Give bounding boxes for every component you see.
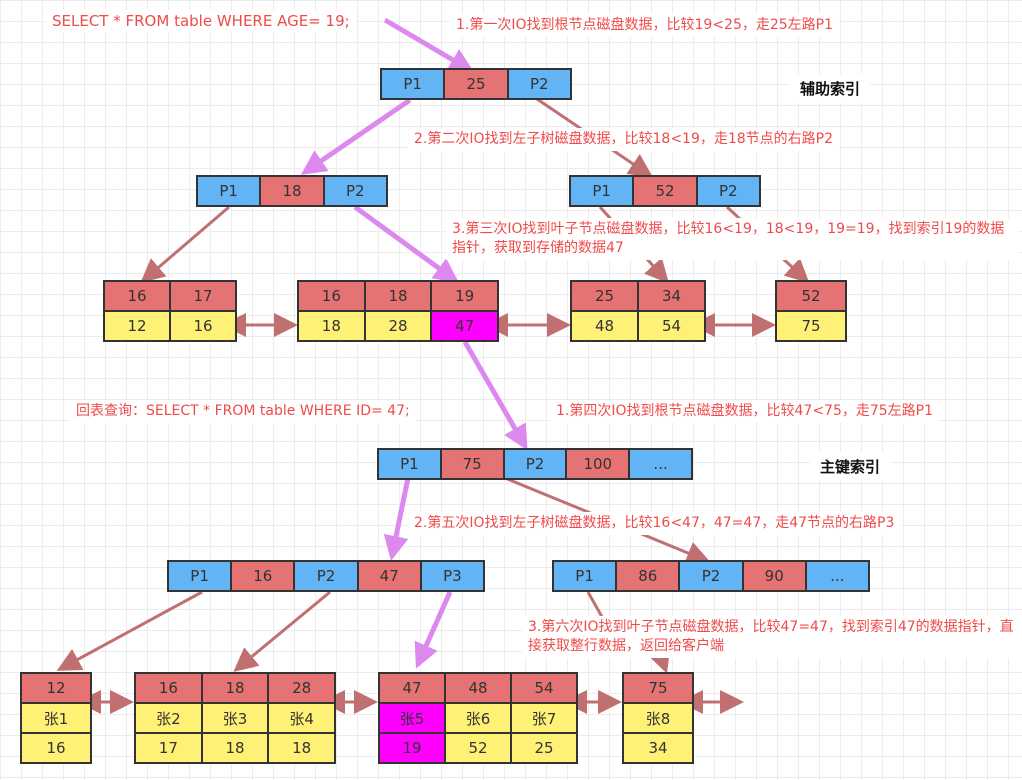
secondary-leaf: 52 75 (775, 280, 847, 342)
pointer-cell: P1 (554, 562, 618, 590)
key-cell: 19 (432, 282, 498, 310)
pointer-cell: ... (630, 450, 691, 478)
search-arrow (462, 340, 528, 451)
key-cell: 16 (232, 562, 296, 590)
name-cell: 张2 (136, 704, 203, 732)
age-cell: 17 (136, 734, 203, 762)
key-cell: 16 (136, 674, 203, 702)
secondary-left-node: P1 18 P2 (196, 175, 388, 207)
key-cell: 18 (261, 177, 325, 205)
age-cell: 18 (202, 734, 270, 762)
key-cell: 12 (22, 674, 90, 702)
name-cell: 张4 (269, 704, 335, 732)
key-cell: 54 (512, 674, 576, 702)
primary-right-node: P1 86 P2 90 ... (552, 560, 870, 592)
key-cell: 47 (380, 674, 446, 702)
key-cell: 100 (567, 450, 631, 478)
key-cell: 16 (299, 282, 366, 310)
key-cell: 75 (624, 674, 692, 702)
key-cell: 75 (441, 450, 505, 478)
name-cell: 张3 (202, 704, 270, 732)
found-value-cell: 47 (432, 312, 498, 340)
search-arrow (383, 477, 411, 561)
key-cell: 25 (572, 282, 639, 310)
primary-left-node: P1 16 P2 47 P3 (167, 560, 485, 592)
secondary-query: SELECT * FROM table WHERE AGE= 19; (46, 10, 356, 33)
tree-link (233, 590, 331, 672)
key-cell: 52 (634, 177, 698, 205)
tree-link (56, 590, 203, 671)
age-cell: 18 (269, 734, 335, 762)
value-cell: 54 (639, 312, 704, 340)
tree-link (140, 205, 230, 283)
found-age-cell: 19 (380, 734, 446, 762)
key-cell: 34 (639, 282, 704, 310)
pointer-cell: P1 (198, 177, 262, 205)
search-arrow (414, 590, 453, 669)
key-cell: 18 (202, 674, 270, 702)
pointer-cell: P2 (680, 562, 744, 590)
age-cell: 34 (624, 734, 692, 762)
found-name-cell: 张5 (380, 704, 446, 732)
secondary-step-2: 2.第二次IO找到左子树磁盘数据，比较18<19，走18节点的右路P2 (408, 128, 840, 151)
secondary-step-3: 3.第三次IO找到叶子节点磁盘数据，比较16<19，18<19，19=19，找到… (446, 218, 1018, 260)
name-cell: 张7 (512, 704, 576, 732)
secondary-right-node: P1 52 P2 (569, 175, 761, 207)
pointer-cell: P1 (571, 177, 635, 205)
pointer-cell: P2 (508, 70, 570, 98)
primary-index-title: 主键索引 (810, 452, 891, 481)
pointer-cell: P2 (324, 177, 386, 205)
pointer-cell: P2 (697, 177, 759, 205)
value-cell: 48 (572, 312, 639, 340)
primary-step-1: 1.第四次IO找到根节点磁盘数据，比较47<75，走75左路P1 (550, 400, 940, 423)
key-cell: 28 (269, 674, 335, 702)
age-cell: 52 (446, 734, 512, 762)
key-cell: 90 (743, 562, 807, 590)
pointer-cell: P3 (421, 562, 484, 590)
primary-step-3: 3.第六次IO找到叶子节点磁盘数据，比较47=47，找到索引47的数据指针，直接… (522, 616, 1022, 658)
pointer-cell: P2 (504, 450, 568, 478)
primary-query: 回表查询：SELECT * FROM table WHERE ID= 47; (70, 400, 416, 423)
value-cell: 18 (299, 312, 366, 340)
secondary-index-title: 辅助索引 (790, 74, 871, 103)
age-cell: 25 (512, 734, 576, 762)
name-cell: 张6 (446, 704, 512, 732)
search-arrow (353, 204, 460, 283)
value-cell: 16 (171, 312, 235, 340)
age-cell: 16 (22, 734, 90, 762)
name-cell: 张8 (624, 704, 692, 732)
search-arrow (300, 97, 412, 175)
value-cell: 12 (105, 312, 171, 340)
name-cell: 张1 (22, 704, 90, 732)
key-cell: 25 (445, 70, 509, 98)
pointer-cell: P1 (379, 450, 442, 478)
key-cell: 17 (171, 282, 235, 310)
key-cell: 52 (777, 282, 845, 310)
pointer-cell: P1 (382, 70, 446, 98)
secondary-step-1: 1.第一次IO找到根节点磁盘数据，比较19<25，走25左路P1 (450, 14, 840, 37)
key-cell: 86 (617, 562, 681, 590)
primary-step-2: 2.第五次IO找到左子树磁盘数据，比较16<47，47=47，走47节点的右路P… (408, 512, 901, 535)
pointer-cell: ... (806, 562, 869, 590)
key-cell: 47 (358, 562, 422, 590)
key-cell: 18 (365, 282, 433, 310)
value-cell: 28 (365, 312, 433, 340)
search-arrow (383, 17, 475, 73)
pointer-cell: P2 (295, 562, 359, 590)
value-cell: 75 (777, 312, 845, 340)
key-cell: 48 (446, 674, 512, 702)
primary-root-node: P1 75 P2 100 ... (377, 448, 693, 480)
key-cell: 16 (105, 282, 171, 310)
pointer-cell: P1 (169, 562, 233, 590)
secondary-root-node: P1 25 P2 (380, 68, 572, 100)
primary-leaf: 75 张8 34 (622, 672, 694, 764)
primary-leaf: 12 张1 16 (20, 672, 92, 764)
